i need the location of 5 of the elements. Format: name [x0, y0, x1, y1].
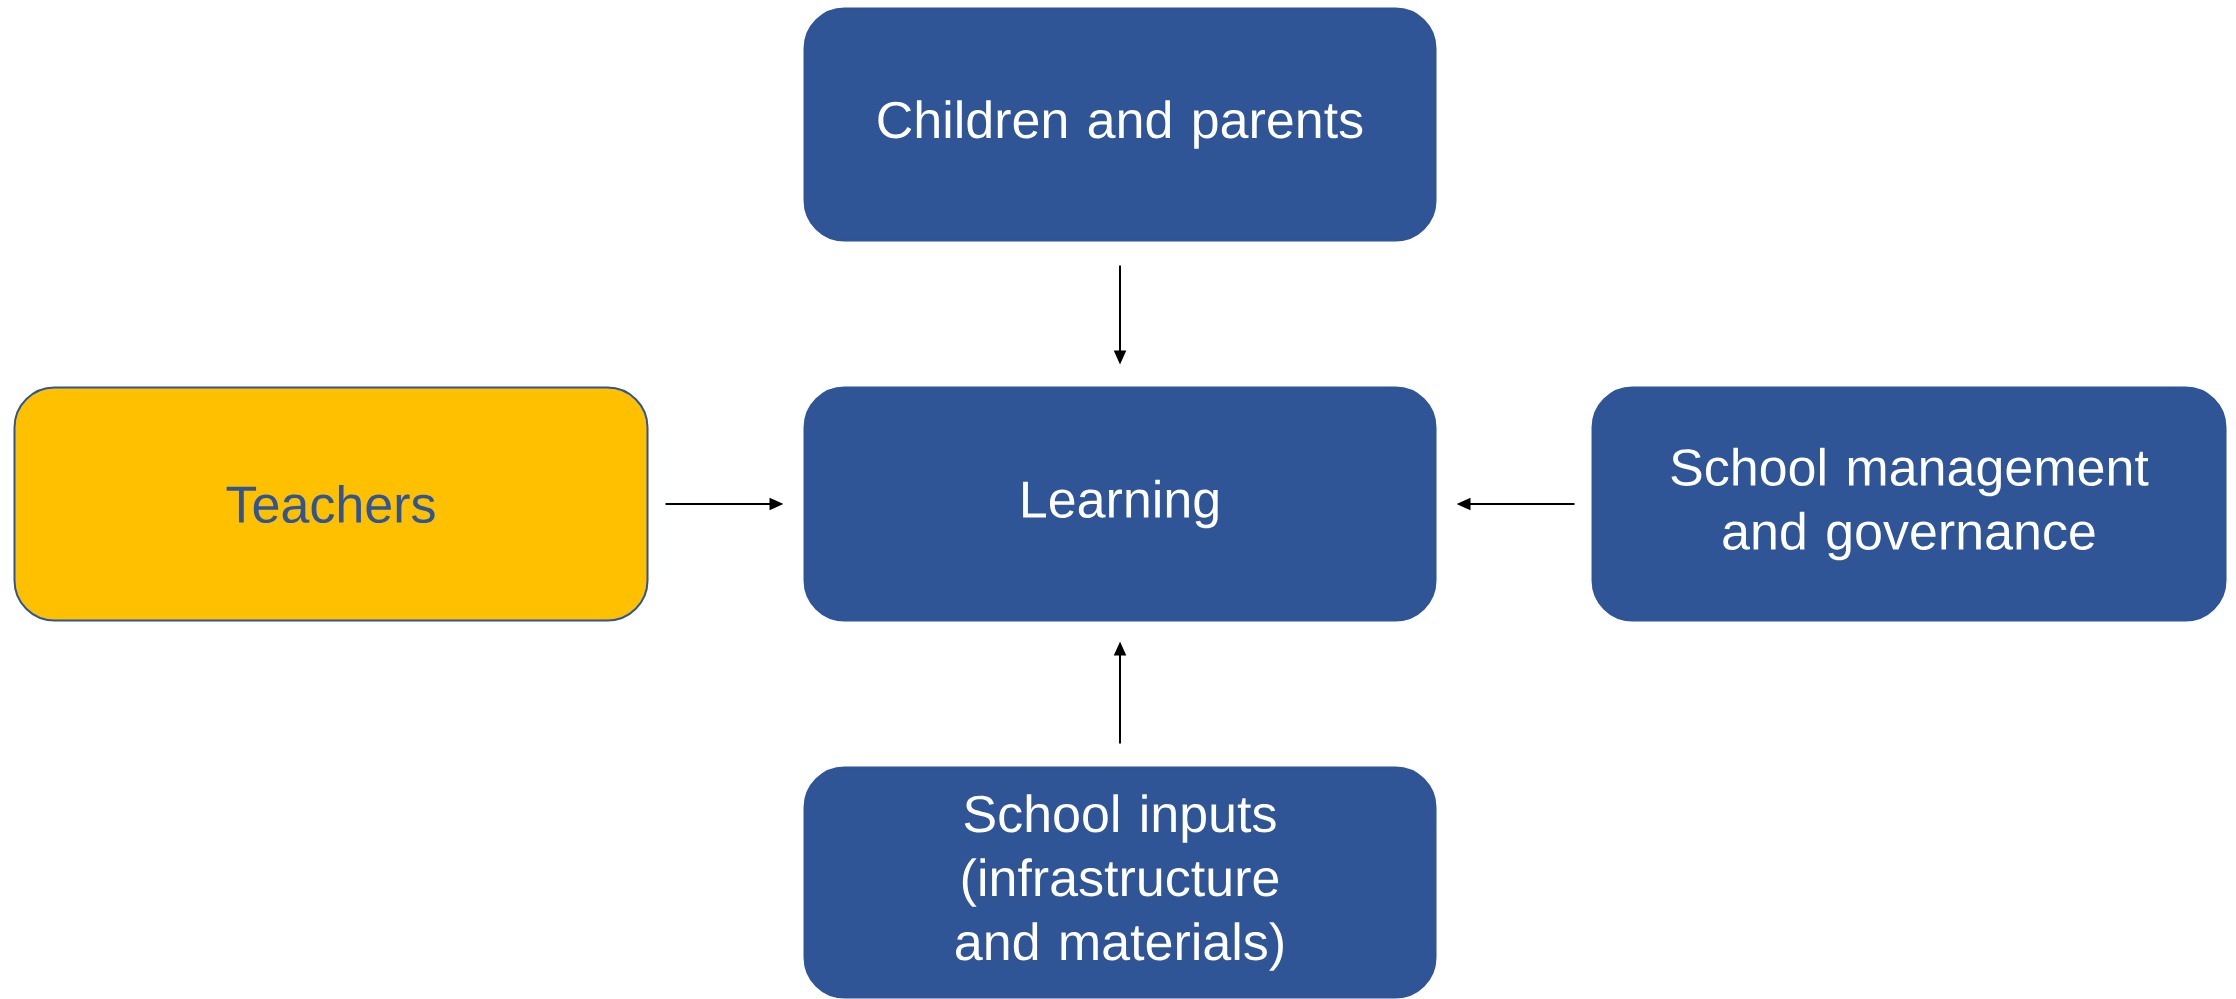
process-box: School inputs (infrastructure and materials)	[803, 766, 1437, 999]
process-box: School management and governance	[1591, 386, 2227, 622]
highlighted-box: Teachers	[13, 386, 649, 622]
process-box: Learning	[803, 386, 1437, 622]
process-box: Children and parents	[803, 7, 1437, 242]
